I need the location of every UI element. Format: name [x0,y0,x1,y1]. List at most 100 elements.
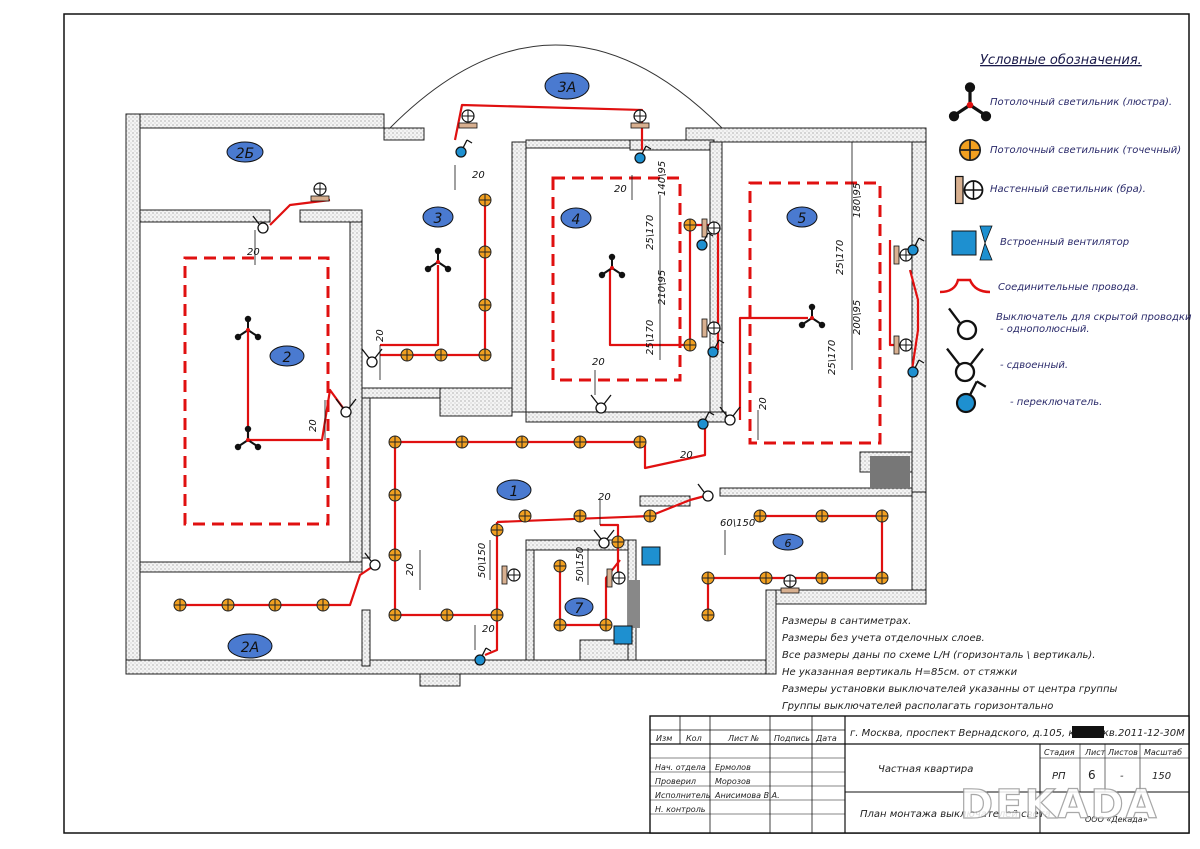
note-line: Группы выключателей располагать горизонт… [782,701,1053,712]
room-label-5: 5 [798,211,807,227]
switch-single-icon [947,307,978,341]
balcony-arc [387,44,725,131]
tb-sheet-title: План монтажа выключателей света [860,809,1051,820]
dim-label: 20 [482,624,495,635]
tb-header: Масштаб [1144,748,1182,757]
tb-header: Изм [656,734,672,743]
tb-header: Лист № [727,734,759,743]
dim-label: 20 [375,329,386,342]
dimension-lines [254,142,853,650]
tb-role: Проверил [655,777,696,786]
tb-header: Лист [1084,748,1106,757]
fan-icon [641,546,661,566]
room-label-2a: 2А [241,640,259,656]
fan-icon [613,625,633,645]
room-label-2b: 2Б [236,146,255,162]
tb-name: Ермолов [715,763,751,772]
legend-title: Условные обозначения. [980,53,1142,68]
zone-room-4 [551,176,682,382]
watermark: DEKADA [960,782,1159,828]
tb-header: Стадия [1044,748,1075,757]
dim-label: 50\150 [575,547,586,582]
dim-label: 25\170 [645,215,656,250]
notes: Размеры в сантиметрах. Размеры без учета… [782,616,1117,712]
legend-label: Настенный светильник (бра). [990,183,1146,195]
room-labels: 1 2 2А 2Б 3 3А 4 5 6 7 [226,72,818,659]
legend-label: - однополюсный. [1000,324,1090,335]
tb-scale: 150 [1152,771,1171,782]
spotlight-icon [958,138,982,162]
vent-shaft-7 [628,580,640,628]
note-line: Размеры установки выключателей указанны … [782,684,1117,695]
room-label-6: 6 [785,537,792,550]
dim-label: 20 [472,170,485,181]
dim-label: 20 [614,184,627,195]
dim-label: 180\95 [852,183,863,218]
dim-label: 20 [598,492,611,503]
dim-label: 20 [592,357,605,368]
wall-light-icon [954,175,984,205]
tb-name: Анисимова В.А. [714,791,780,800]
dim-label: 20 [758,397,769,410]
dim-label: 20 [308,419,319,432]
tb-date: 2011-12-30М [1118,728,1185,739]
legend-label: - переключатель. [1010,397,1102,408]
legend: Условные обозначения. Потолочный светиль… [939,53,1192,414]
room-label-7: 7 [575,601,584,617]
tb-role: Исполнитель [655,791,711,800]
dim-label: 20 [405,563,416,576]
dim-label: 20 [680,450,693,461]
tb-company: ООО «Декада» [1085,815,1148,824]
tb-header: Дата [815,734,837,743]
tb-header: Подпись [774,734,810,743]
room-label-4: 4 [572,212,581,228]
legend-label: Потолочный светильник (люстра). [990,97,1172,108]
tb-stage: РП [1052,771,1066,782]
tb-role: Н. контроль [655,805,706,814]
walls [125,113,927,687]
dim-label: 25\170 [645,320,656,355]
dimension-labels: 20 20 20 20 20 20 20 20 20 20 20 140\95 … [247,161,863,635]
sheet-frame [63,13,1190,834]
chandelier-icon [947,80,993,123]
fan-blade-icon [979,225,993,261]
dim-label: 20 [247,247,260,258]
switch-double-icon [945,347,985,383]
wire-icon [939,278,991,294]
dim-label: 50\150 [477,543,488,578]
room-label-2: 2 [283,350,292,366]
tb-header: Кол [686,734,702,743]
tb-sheet: 6 [1088,768,1096,782]
tb-address: г. Москва, проспект Вернадского, д.105, … [850,728,1118,739]
wires [180,103,920,657]
dim-label: 25\170 [835,240,846,275]
redacted-apartment [1072,726,1104,738]
dim-label: 140\95 [657,161,668,196]
tb-sheets: - [1120,771,1124,782]
tb-role: Нач. отдела [655,763,706,772]
legend-label: - сдвоенный. [1000,360,1068,371]
switch-toggle-icon [955,380,987,414]
vent-shaft [870,456,910,488]
title-block: Изм Кол Лист № Подпись Дата Нач. отдела … [649,715,1190,834]
note-line: Размеры в сантиметрах. [782,616,911,627]
dim-label: 25\170 [827,340,838,375]
legend-label: Встроенный вентилятор [1000,237,1129,248]
note-line: Все размеры даны по схеме L/H (горизонта… [782,650,1095,661]
zone-room-2 [183,256,330,526]
room-label-3: 3 [434,211,443,227]
zone-room-5 [748,181,882,445]
legend-label: Соединительные провода. [998,282,1139,293]
tb-header: Листов [1107,748,1138,757]
dim-label: 200\95 [852,300,863,335]
room-label-1: 1 [510,484,519,500]
legend-label: Выключатель для скрытой проводки [996,312,1192,323]
room-label-3a: 3А [558,80,576,96]
legend-label: Потолочный светильник (точечный) [990,145,1181,156]
tb-name: Морозов [715,777,751,786]
note-line: Не указанная вертикаль H=85см. от стяжки [782,667,1018,678]
fan-icon [951,230,977,256]
note-line: Размеры без учета отделочных слоев. [782,632,985,644]
dim-label: 210\95 [657,270,668,305]
